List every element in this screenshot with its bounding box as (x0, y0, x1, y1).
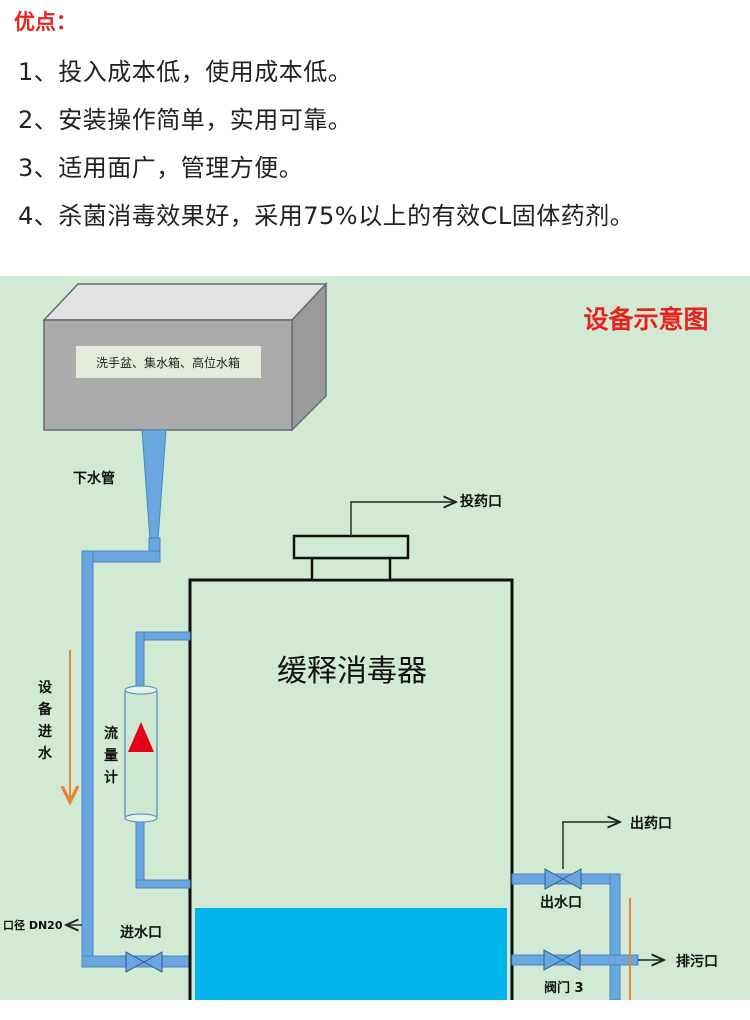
tank-label: 洗手盆、集水箱、高位水箱 (96, 355, 240, 370)
inflow-label-3: 进 (38, 724, 52, 740)
diameter-label: 口径 DN20 (3, 918, 63, 932)
inflow-label-2: 备 (37, 701, 53, 718)
outlet-dose-arrow (562, 822, 620, 869)
inlet-valve (125, 951, 163, 973)
advantage-item-1: 1、投入成本低，使用成本低。 (18, 58, 353, 86)
advantages-heading: 优点： (14, 10, 77, 34)
dosing-port-label: 投药口 (460, 493, 502, 510)
water-tank: 洗手盆、集水箱、高位水箱 (42, 282, 328, 432)
device-label: 缓释消毒器 (277, 654, 427, 689)
advantage-item-4: 4、杀菌消毒效果好，采用75%以上的有效CL固体药剂。 (18, 202, 635, 230)
valve-3 (543, 949, 581, 971)
advantages-section: 优点： 1、投入成本低，使用成本低。 2、安装操作简单，实用可靠。 3、适用面广… (0, 0, 750, 276)
outlet-valve (544, 868, 582, 890)
diagram-title: 设备示意图 (583, 305, 708, 334)
disinfector-body (188, 578, 514, 1000)
valve3-label: 阀门 3 (544, 980, 584, 996)
inflow-label-1: 设 (38, 680, 53, 696)
water-outlet-label: 出水口 (540, 894, 582, 911)
dosing-arrow (350, 502, 456, 536)
flow-marker (128, 722, 154, 752)
sewage-label: 排污口 (676, 953, 718, 970)
water-level (195, 908, 507, 1000)
water-inlet-label: 进水口 (120, 924, 162, 941)
flowmeter-label-3: 计 (104, 769, 118, 786)
flowmeter-label-2: 量 (104, 748, 118, 764)
flowmeter-label-1: 流 (104, 725, 118, 742)
inflow-label-4: 水 (38, 745, 53, 762)
drain-pipe-label: 下水管 (73, 470, 115, 487)
advantage-item-2: 2、安装操作简单，实用可靠。 (18, 106, 353, 134)
advantage-item-3: 3、适用面广，管理方便。 (18, 154, 304, 182)
equipment-diagram: 设备示意图 洗手盆、集水箱、高位水箱 下水管 缓释消毒器 投药口 (0, 276, 750, 1000)
dosing-cap (292, 534, 410, 582)
flowmeter (124, 631, 191, 889)
outlet-dose-label: 出药口 (630, 815, 672, 832)
